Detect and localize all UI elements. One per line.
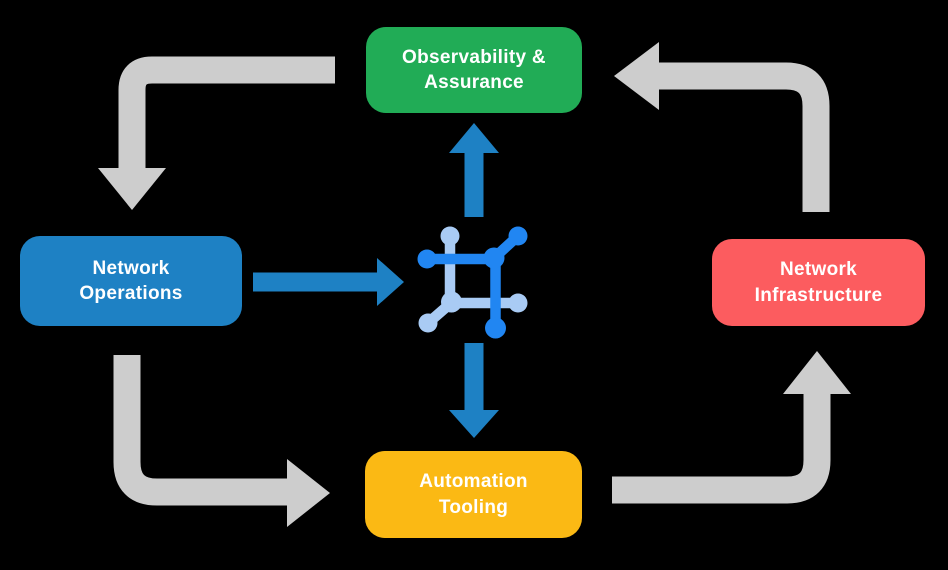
node-label-line: Network <box>779 259 858 281</box>
icon-node <box>440 226 460 246</box>
node-label-line: Network <box>92 257 170 279</box>
arrow-head-right-icon <box>287 459 330 527</box>
icon-node <box>485 317 506 339</box>
icon-node <box>508 293 528 313</box>
arrow-platform-to-observability <box>449 123 499 217</box>
icon-primary-strands <box>417 226 528 339</box>
arrow-shaft <box>113 355 289 506</box>
node-label-line: Assurance <box>424 72 524 93</box>
node-observability-assurance: Observability & Assurance <box>366 27 582 113</box>
arrow-observability-to-operations <box>98 56 335 210</box>
icon-node <box>417 249 437 269</box>
node-label-line: Operations <box>79 283 183 304</box>
arrow-head-up-icon <box>449 123 499 153</box>
icon-node <box>483 247 505 269</box>
arrow-operations-to-automation <box>113 355 330 527</box>
icon-node <box>418 313 438 333</box>
arrow-shaft <box>118 56 335 169</box>
node-label-line: Automation <box>419 471 528 493</box>
arrow-shaft <box>659 62 830 212</box>
arrow-head-down-icon <box>449 410 499 438</box>
network-automation-icon <box>417 226 528 339</box>
node-network-infrastructure: Network Infrastructure <box>712 239 925 326</box>
arrow-head-up-icon <box>783 351 851 394</box>
arrow-automation-to-infrastructure <box>612 351 851 504</box>
arrow-platform-to-automation <box>449 343 499 438</box>
node-automation-tooling: Automation Tooling <box>365 451 582 538</box>
icon-node <box>441 291 462 313</box>
node-label-line: Tooling <box>438 496 509 518</box>
icon-node <box>508 226 528 246</box>
arrow-head-right-icon <box>377 258 404 306</box>
node-label-line: Infrastructure <box>754 284 883 306</box>
arrow-head-down-icon <box>98 168 166 210</box>
node-label-line: Observability & <box>402 46 546 68</box>
arrow-operations-to-platform <box>253 258 404 306</box>
arrow-head-left-icon <box>614 42 659 110</box>
icon-secondary-strands <box>418 226 528 333</box>
arrow-shaft <box>612 393 831 504</box>
node-network-operations: Network Operations <box>20 236 242 326</box>
arrow-infrastructure-to-observability <box>614 42 830 212</box>
